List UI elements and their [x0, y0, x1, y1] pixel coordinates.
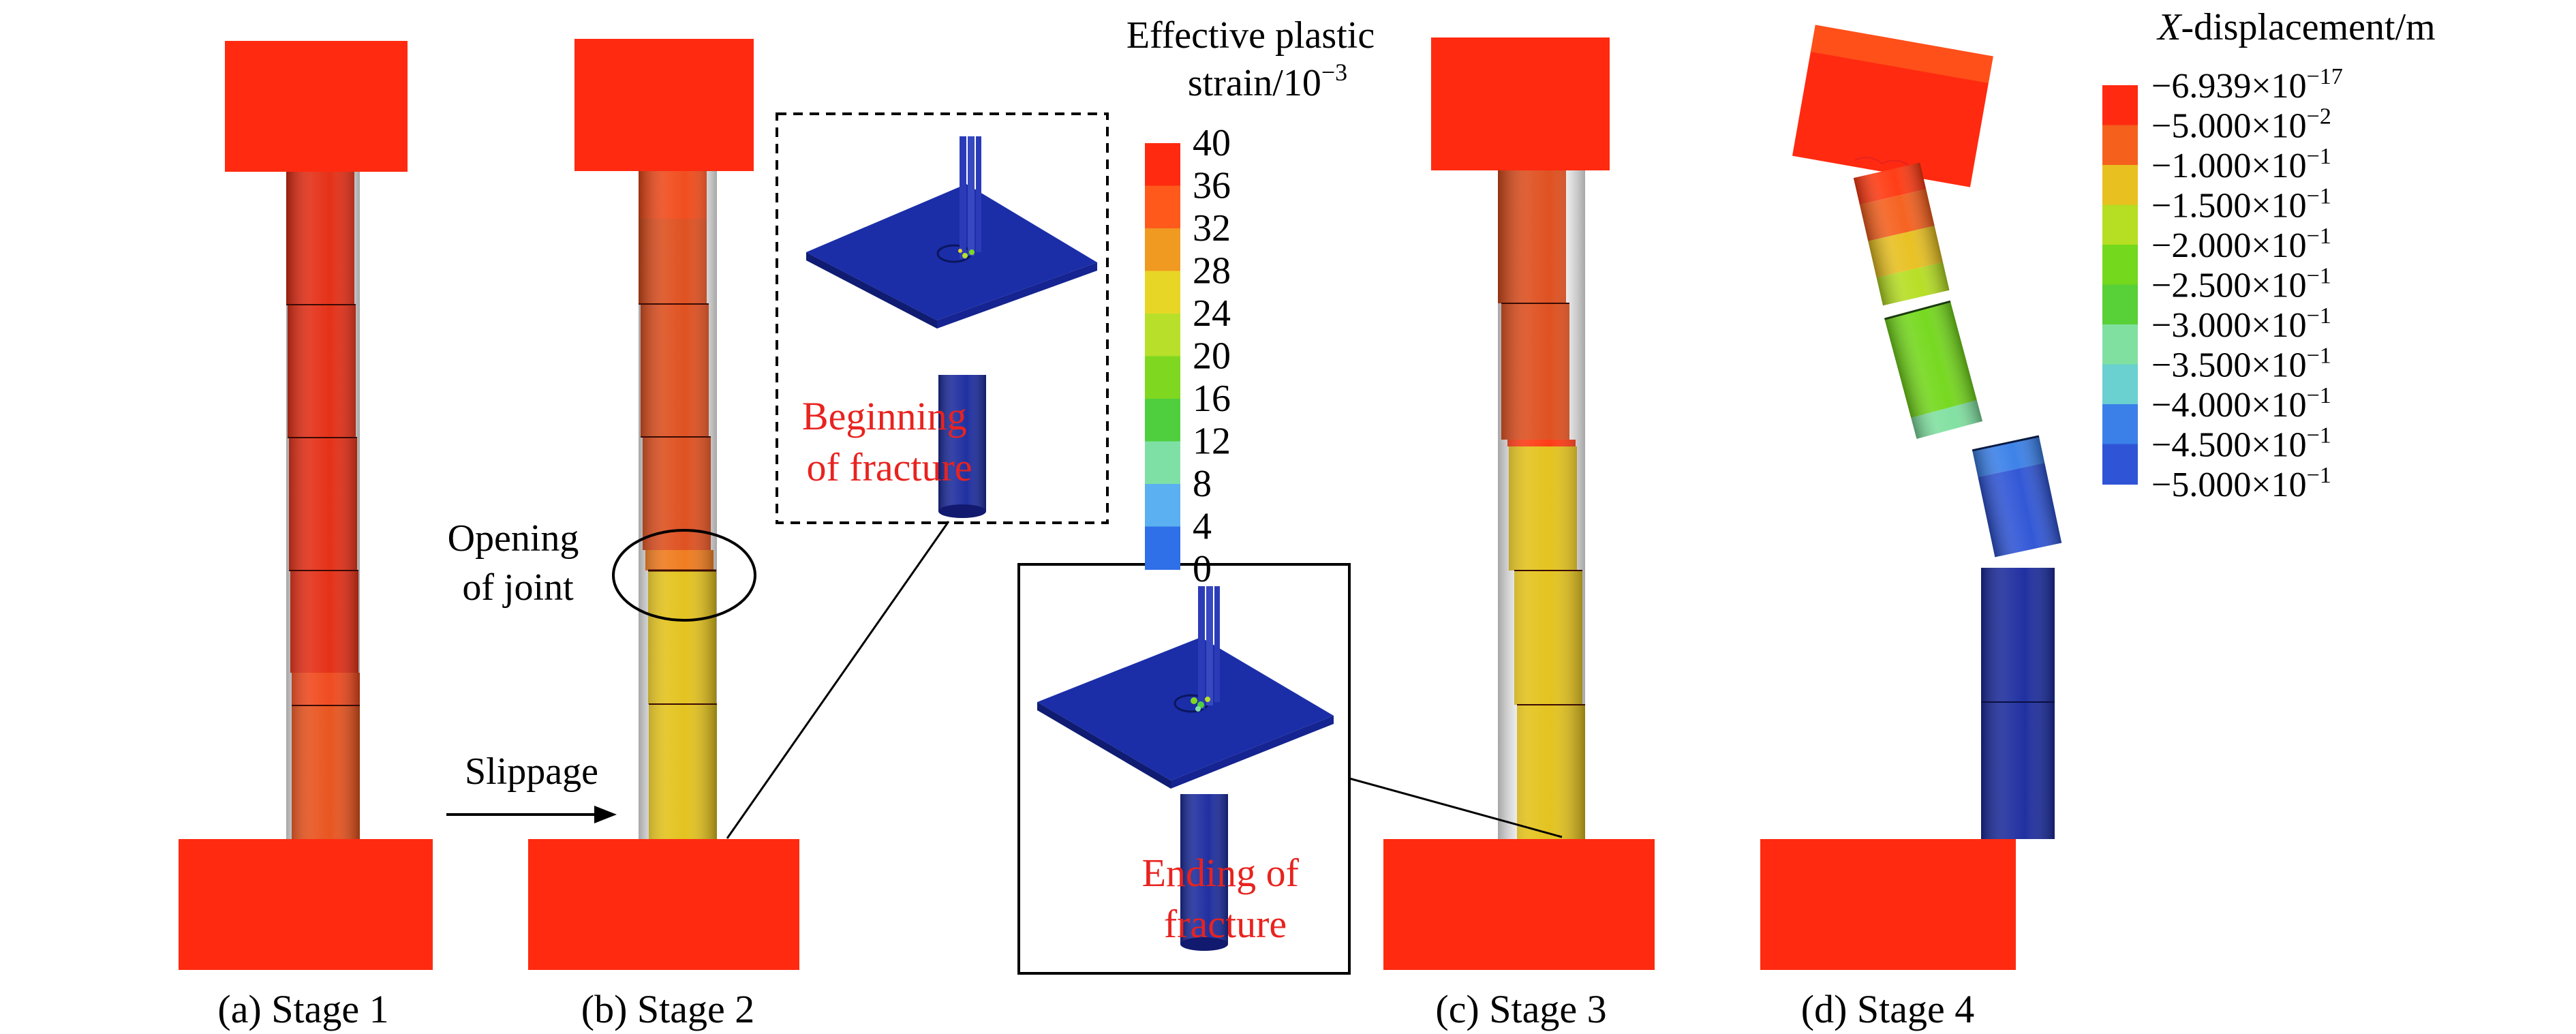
displacement-tick-label: −1.000×10−1	[2151, 144, 2331, 185]
strain-legend-title-line1: Effective plastic	[1126, 14, 1375, 57]
strain-band	[1145, 441, 1180, 485]
stage-1-label: (a) Stage 1	[217, 987, 388, 1031]
displacement-band	[2102, 204, 2138, 245]
strain-tick-label: 4	[1193, 506, 1212, 548]
strain-band	[1145, 399, 1180, 442]
displacement-tick-label: −2.500×10−1	[2151, 264, 2331, 305]
stage-2-label: (b) Stage 2	[581, 987, 755, 1031]
displacement-tick-label: −6.939×10−17	[2151, 64, 2343, 106]
stage-1-column	[286, 172, 360, 839]
displacement-colorbar	[2102, 85, 2138, 485]
stage-1-bottom-block	[179, 839, 433, 970]
strain-band	[1145, 356, 1180, 399]
stage-4-bottom-block	[1760, 839, 2016, 970]
stage-4-top-block	[1792, 25, 1993, 187]
strain-band	[1145, 526, 1180, 570]
joint-opening-marker	[612, 529, 756, 622]
strain-tick-label: 8	[1193, 463, 1212, 505]
strain-tick-label: 20	[1193, 335, 1231, 378]
strain-tick-label: 12	[1193, 421, 1231, 463]
strain-band	[1145, 185, 1180, 229]
stage-3-label: (c) Stage 3	[1435, 987, 1606, 1031]
displacement-band	[2102, 324, 2138, 365]
strain-tick-label: 28	[1193, 250, 1231, 292]
stage-1-model	[179, 41, 433, 970]
stage-4-model	[1760, 25, 2062, 970]
displacement-band	[2102, 404, 2138, 445]
displacement-tick-label: −5.000×10−1	[2151, 463, 2331, 504]
opening-of-joint-label: Opening of joint	[448, 517, 589, 609]
stage-1-top-block	[225, 41, 408, 172]
strain-band	[1145, 143, 1180, 187]
displacement-legend-title: X-displacement/m	[2156, 6, 2435, 48]
strain-tick-label: 32	[1193, 207, 1231, 249]
stage-2-top-block	[574, 39, 754, 171]
ending-of-fracture-label: Ending of fracture	[1142, 851, 1309, 946]
displacement-tick-label: −2.000×10−1	[2151, 224, 2331, 265]
strain-band	[1145, 228, 1180, 272]
inset-ending-fracture	[1017, 563, 1563, 975]
strain-tick-label: 36	[1193, 165, 1231, 207]
stage-4-label: (d) Stage 4	[1801, 987, 1975, 1031]
displacement-tick-label: −3.500×10−1	[2151, 344, 2331, 385]
stage-3-top-block	[1431, 37, 1610, 170]
displacement-tick-label: −1.500×10−1	[2151, 184, 2331, 226]
slippage-arrow	[446, 806, 617, 823]
displacement-band	[2102, 125, 2138, 166]
displacement-band	[2102, 444, 2138, 485]
strain-band	[1145, 271, 1180, 314]
strain-legend-title-line2: strain/10−3	[1188, 59, 1347, 104]
strain-band	[1145, 314, 1180, 357]
stage-3-bottom-block	[1383, 839, 1655, 970]
strain-tick-label: 0	[1193, 548, 1212, 590]
strain-tick-label: 24	[1193, 292, 1231, 335]
displacement-band	[2102, 245, 2138, 286]
displacement-band	[2102, 165, 2138, 206]
strain-tick-label: 16	[1193, 378, 1231, 420]
stage-2-model	[446, 39, 799, 970]
displacement-tick-label: −3.000×10−1	[2151, 303, 2331, 345]
displacement-band	[2102, 364, 2138, 405]
displacement-band	[2102, 85, 2138, 126]
displacement-tick-label: −4.500×10−1	[2151, 423, 2331, 465]
stage-4-column	[1853, 162, 2062, 839]
strain-band	[1145, 484, 1180, 528]
slippage-label: Slippage	[465, 750, 598, 793]
displacement-tick-labels: −6.939×10−17−5.000×10−2−1.000×10−1−1.500…	[2151, 64, 2343, 504]
displacement-band	[2102, 284, 2138, 325]
stage-3-column	[1498, 170, 1585, 839]
strain-tick-label: 40	[1193, 122, 1231, 164]
stage-3-model	[1383, 37, 1655, 970]
strain-legend: Effective plastic strain/10−3 4036322824…	[1126, 14, 1375, 590]
stage-2-column	[639, 171, 717, 839]
strain-colorbar	[1145, 143, 1180, 570]
displacement-tick-label: −4.000×10−1	[2151, 383, 2331, 425]
displacement-legend: X-displacement/m −6.939×10−17−5.000×10−2…	[2102, 6, 2436, 504]
displacement-tick-label: −5.000×10−2	[2151, 104, 2331, 146]
beginning-of-fracture-label: Beginning of fracture	[802, 394, 977, 489]
stage-2-bottom-block	[528, 839, 799, 970]
inset-beginning-fracture	[726, 112, 1109, 839]
